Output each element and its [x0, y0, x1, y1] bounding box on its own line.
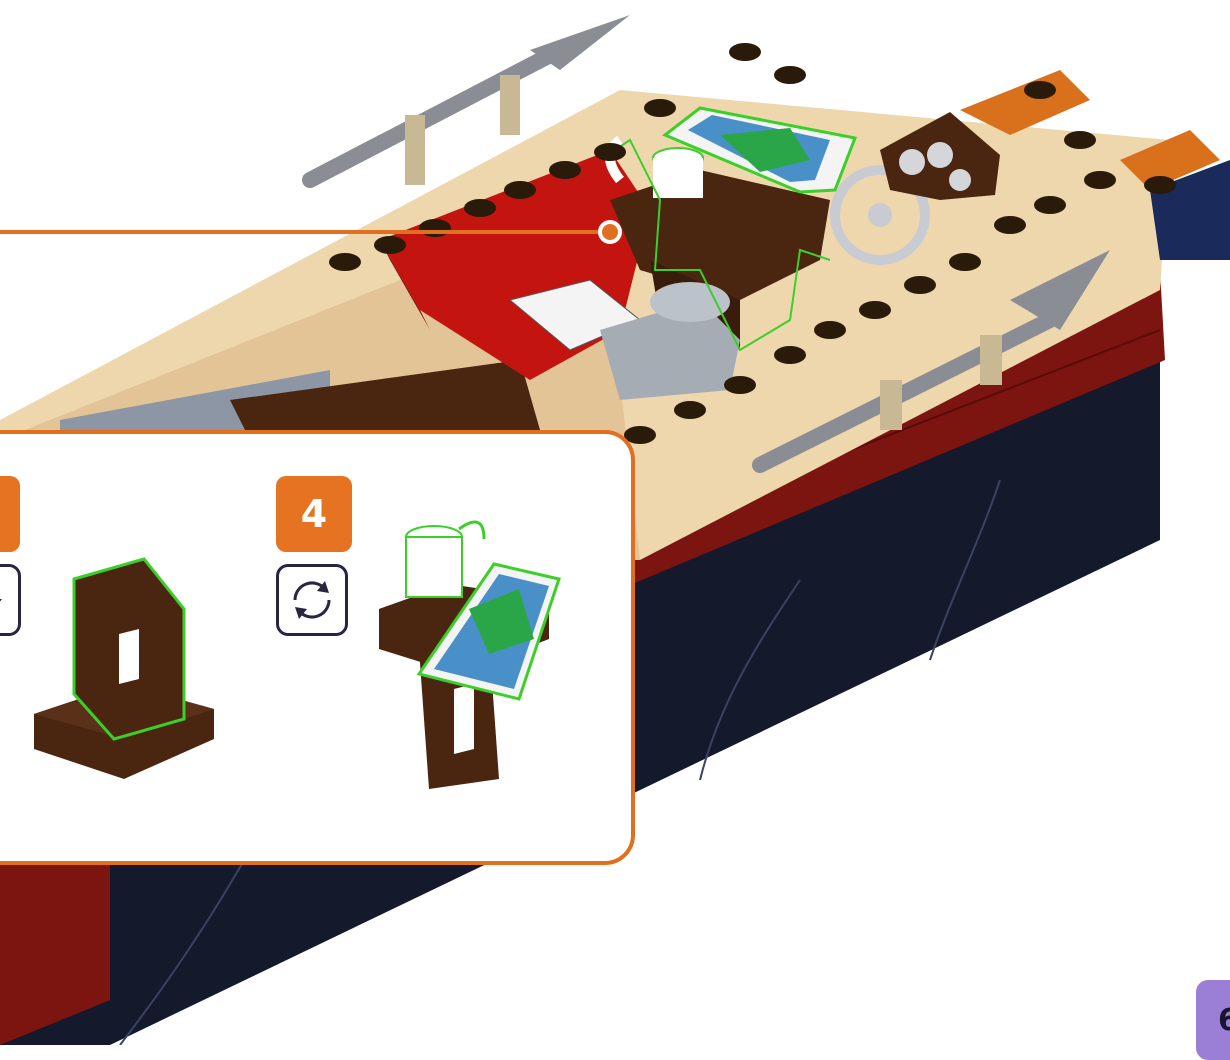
- callout-dot: [598, 220, 622, 244]
- rotate-icon: [0, 564, 21, 636]
- assembly-step-3: [34, 534, 234, 794]
- assembly-step-4: [379, 489, 609, 799]
- step-number-badge: 4: [276, 476, 352, 552]
- step-number-badge: [0, 476, 20, 552]
- page-number-badge: 6: [1196, 980, 1230, 1060]
- sub-step-panel: 4: [0, 430, 635, 865]
- rotate-icon: [276, 564, 348, 636]
